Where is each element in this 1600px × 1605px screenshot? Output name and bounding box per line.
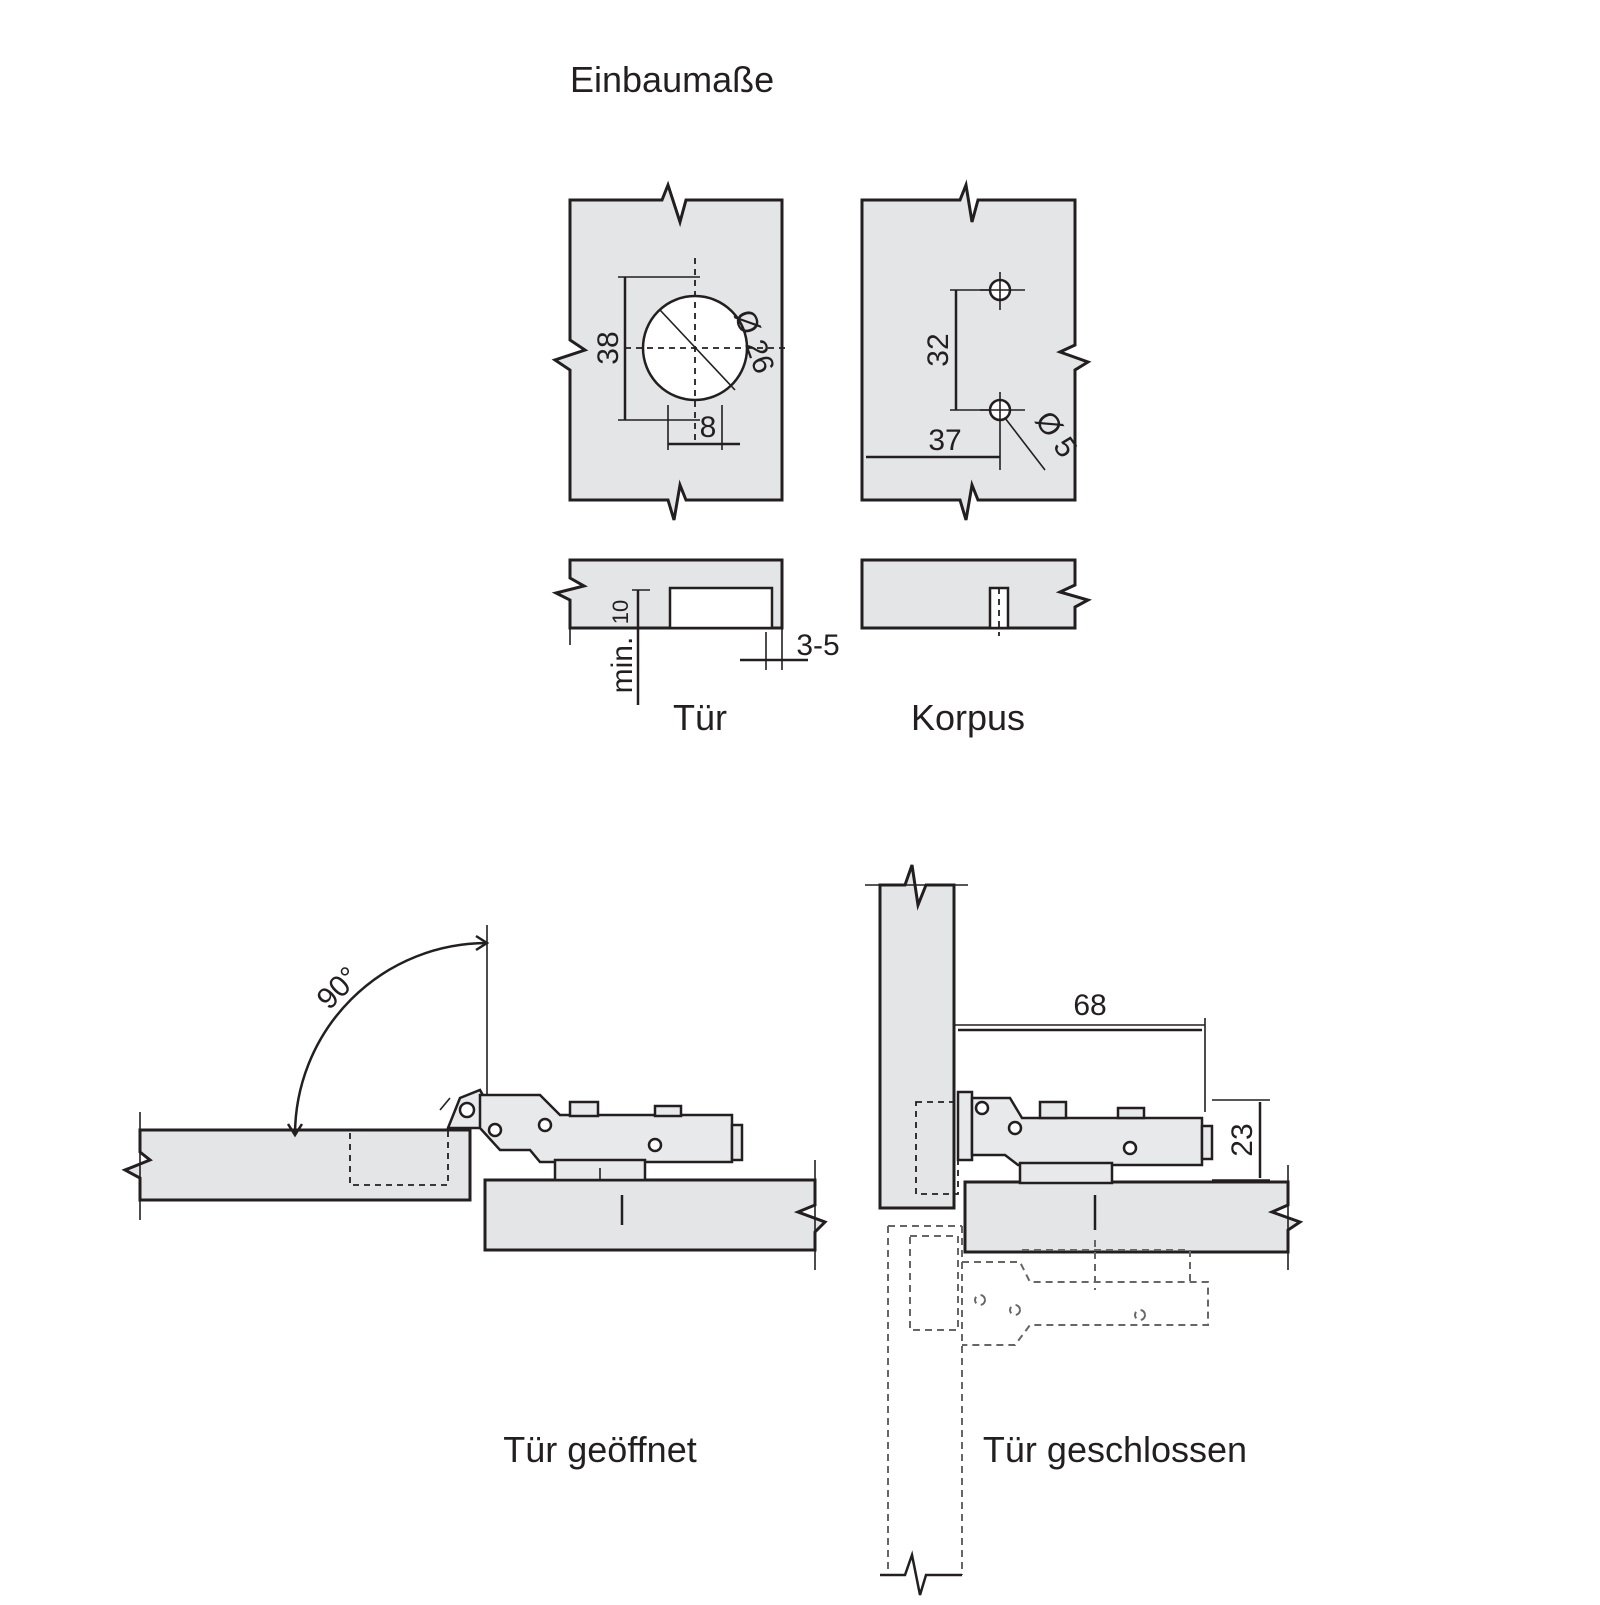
dim-23: 23 [1226, 1123, 1259, 1156]
open-door-panel [121, 1112, 472, 1220]
closed-ghost-door [880, 1225, 1209, 1596]
open-body-panel [483, 1160, 828, 1270]
closed-hinge [915, 1090, 1214, 1195]
dim-38: 38 [592, 331, 625, 364]
dim-3-5: 3-5 [796, 629, 839, 662]
closed-door-panel [963, 1165, 1304, 1270]
drawing-title: Einbaumaße [570, 59, 774, 100]
label-body: Korpus [911, 697, 1025, 738]
open-hinge [439, 1088, 744, 1182]
dim-angle: 90° [311, 961, 366, 1016]
dim-8: 8 [700, 411, 717, 444]
body-section [860, 558, 1092, 636]
cup-hole [618, 258, 785, 450]
label-door: Tür [673, 697, 727, 738]
label-door-open: Tür geöffnet [503, 1429, 696, 1470]
dim-68: 68 [1073, 989, 1106, 1022]
closed-side-wall [865, 864, 968, 1210]
dim-32: 32 [922, 333, 955, 366]
door-section [551, 558, 808, 705]
closed-dimensions [954, 1018, 1270, 1181]
label-door-closed: Tür geschlossen [983, 1429, 1247, 1470]
body-panel-front [860, 179, 1092, 521]
dim-depth-value: 10 [608, 600, 633, 624]
dim-depth-min: min. [606, 637, 639, 694]
dim-37: 37 [928, 424, 961, 457]
screw-holes [866, 272, 1046, 471]
angle-indicator [286, 925, 490, 1138]
